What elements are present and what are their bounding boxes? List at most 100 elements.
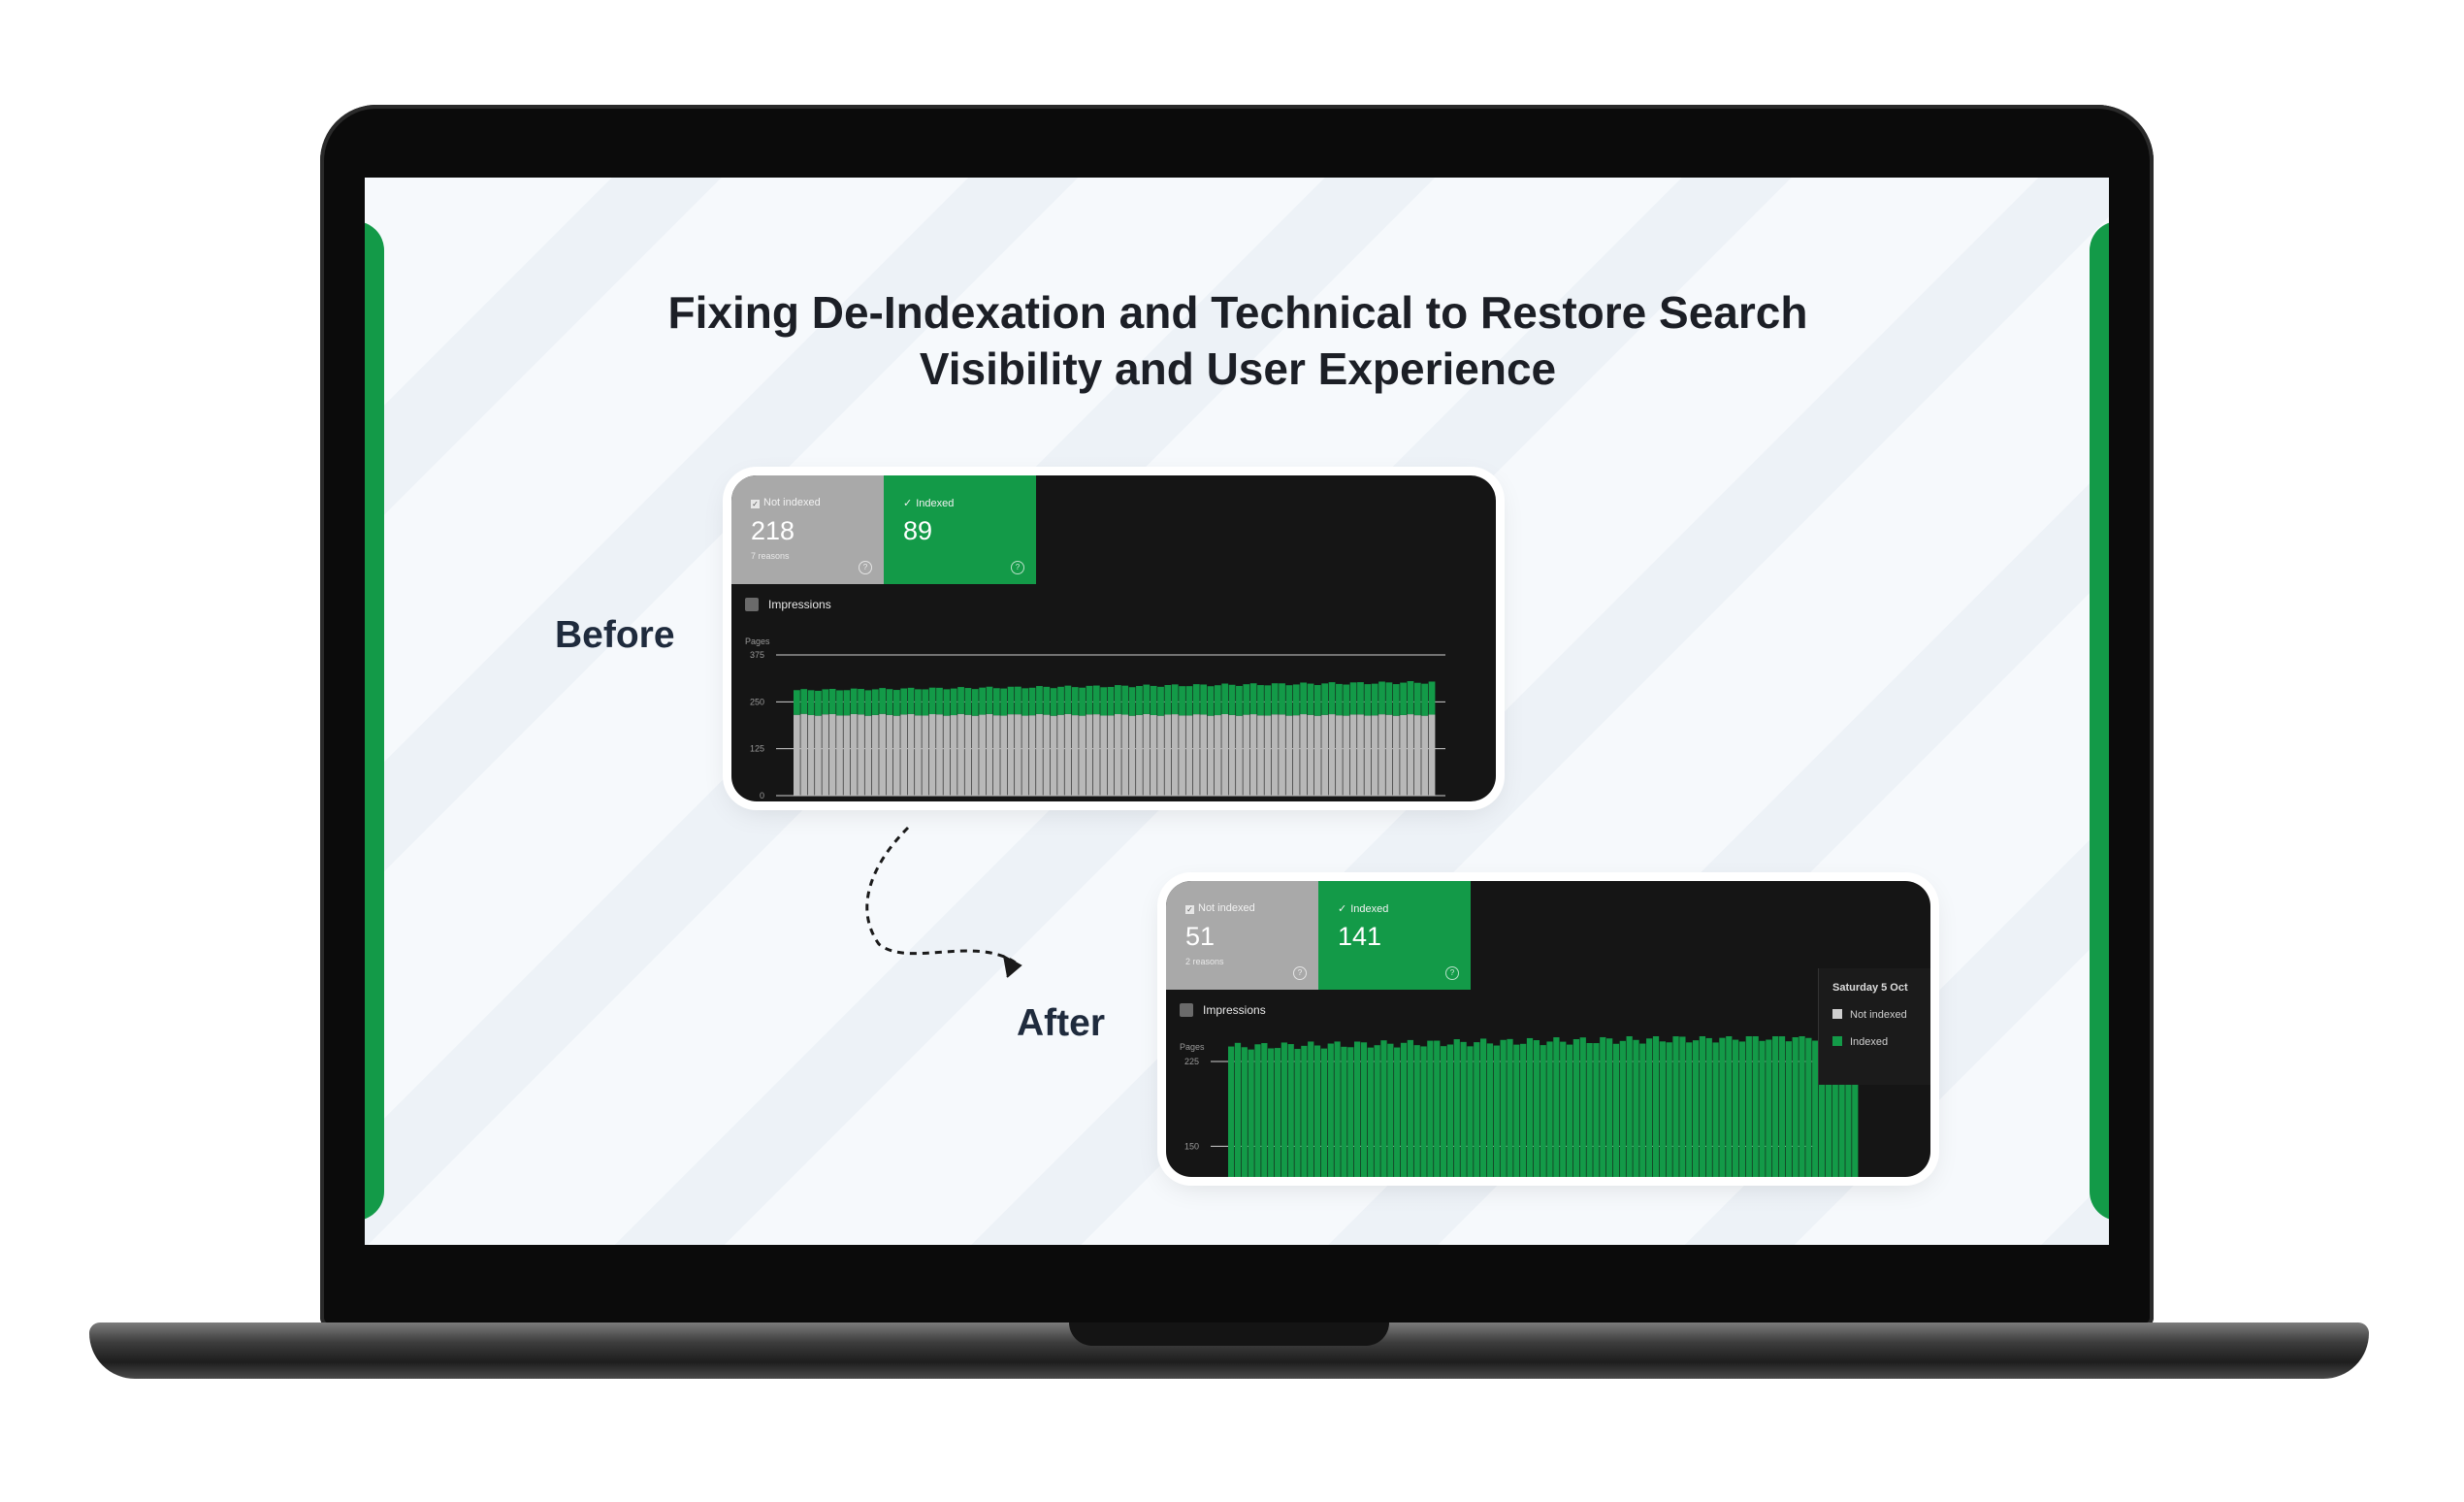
bar-not-indexed bbox=[1249, 714, 1257, 796]
bar-indexed bbox=[1600, 1036, 1606, 1177]
bar-indexed bbox=[1453, 1039, 1460, 1177]
bar-indexed bbox=[1128, 687, 1136, 716]
bar-indexed bbox=[1838, 1038, 1845, 1177]
bar-indexed bbox=[1271, 683, 1279, 715]
not-indexed-value: 51 bbox=[1185, 922, 1216, 951]
bar-indexed bbox=[1427, 1040, 1434, 1177]
bar-indexed bbox=[1612, 1043, 1620, 1177]
bar-not-indexed bbox=[1357, 714, 1364, 796]
help-icon[interactable]: ? bbox=[1011, 561, 1024, 574]
bar-indexed bbox=[1646, 1038, 1653, 1177]
bar-not-indexed bbox=[1064, 713, 1072, 796]
bar-indexed bbox=[1467, 1046, 1474, 1177]
bar-indexed bbox=[1474, 1042, 1480, 1177]
bar-indexed bbox=[864, 690, 872, 716]
bar-indexed bbox=[1672, 1036, 1679, 1177]
bar-not-indexed bbox=[1214, 715, 1221, 796]
bar-indexed bbox=[1371, 683, 1378, 716]
bar-not-indexed bbox=[1321, 714, 1329, 796]
bar-indexed bbox=[1686, 1042, 1693, 1177]
bar-not-indexed bbox=[1071, 715, 1079, 796]
not-indexed-tile[interactable]: ✓Not indexed 51 2 reasons ? bbox=[1166, 881, 1318, 990]
bar-indexed bbox=[1349, 682, 1357, 715]
bar-indexed bbox=[1115, 685, 1121, 715]
bar-not-indexed bbox=[1236, 715, 1243, 796]
bar-indexed bbox=[1354, 1041, 1361, 1177]
bar-not-indexed bbox=[1407, 714, 1414, 796]
help-icon[interactable]: ? bbox=[1445, 966, 1459, 980]
bar-indexed bbox=[1243, 684, 1250, 715]
bar-indexed bbox=[1336, 683, 1343, 716]
bar-not-indexed bbox=[1136, 714, 1143, 796]
bar-indexed bbox=[1825, 1036, 1832, 1177]
laptop-screen: Fixing De-Indexation and Technical to Re… bbox=[365, 178, 2109, 1245]
checkbox-icon: ✓ bbox=[751, 500, 760, 508]
after-gsc-card: ✓Not indexed 51 2 reasons ? ✓Indexed 141… bbox=[1166, 881, 1930, 1177]
impressions-label: Impressions bbox=[1203, 1003, 1266, 1017]
bar-not-indexed bbox=[843, 715, 851, 796]
indexed-tile[interactable]: ✓Indexed 141 ? bbox=[1318, 881, 1471, 990]
bar-indexed bbox=[1726, 1036, 1733, 1177]
after-chart: 22515075 bbox=[1166, 1036, 1930, 1177]
bar-indexed bbox=[1738, 1041, 1746, 1177]
not-indexed-label: Not indexed bbox=[1198, 902, 1255, 914]
bar-indexed bbox=[1560, 1041, 1567, 1177]
impressions-toggle[interactable]: Impressions bbox=[745, 598, 831, 611]
bar-indexed bbox=[1752, 1036, 1759, 1177]
y-tick-label: 250 bbox=[750, 697, 764, 706]
bar-not-indexed bbox=[1015, 714, 1021, 796]
bar-indexed bbox=[800, 689, 808, 714]
bar-indexed bbox=[1626, 1036, 1633, 1177]
right-accent-bar bbox=[2090, 221, 2109, 1221]
bar-indexed bbox=[1343, 684, 1350, 716]
tooltip-indexed: Indexed bbox=[1850, 1036, 1889, 1048]
bar-not-indexed bbox=[1086, 714, 1093, 796]
bar-indexed bbox=[1832, 1039, 1838, 1177]
bar-indexed bbox=[936, 687, 943, 715]
bar-not-indexed bbox=[1107, 715, 1115, 796]
help-icon[interactable]: ? bbox=[1293, 966, 1307, 980]
bar-indexed bbox=[843, 690, 851, 716]
bar-not-indexed bbox=[836, 715, 843, 796]
bar-indexed bbox=[964, 688, 972, 715]
not-indexed-label: Not indexed bbox=[763, 497, 821, 508]
indexed-tile[interactable]: ✓Indexed 89 ? bbox=[884, 475, 1036, 584]
not-indexed-reasons: 7 reasons bbox=[751, 551, 790, 561]
bar-indexed bbox=[1200, 684, 1208, 715]
bar-indexed bbox=[1526, 1037, 1534, 1177]
bar-not-indexed bbox=[1036, 713, 1043, 796]
not-indexed-tile[interactable]: ✓Not indexed 218 7 reasons ? bbox=[731, 475, 884, 584]
bar-indexed bbox=[1157, 686, 1164, 716]
bar-indexed bbox=[1500, 1039, 1507, 1177]
bar-indexed bbox=[900, 688, 908, 715]
bar-not-indexed bbox=[1349, 714, 1357, 796]
bar-indexed bbox=[1413, 682, 1421, 716]
bar-not-indexed bbox=[892, 715, 900, 796]
bar-indexed bbox=[1360, 1042, 1368, 1177]
bar-indexed bbox=[1143, 684, 1151, 714]
bar-indexed bbox=[1566, 1044, 1573, 1177]
left-accent-bar bbox=[365, 221, 384, 1221]
y-tick-label: 150 bbox=[1184, 1141, 1199, 1151]
bar-not-indexed bbox=[1200, 714, 1208, 796]
bar-indexed bbox=[1380, 1040, 1387, 1177]
bar-not-indexed bbox=[1221, 713, 1229, 796]
bar-indexed bbox=[807, 690, 815, 715]
bar-not-indexed bbox=[1157, 715, 1164, 796]
help-icon[interactable]: ? bbox=[859, 561, 872, 574]
bar-indexed bbox=[1171, 684, 1179, 715]
arrow-head-icon bbox=[1002, 955, 1022, 978]
bar-indexed bbox=[1121, 685, 1129, 715]
bar-indexed bbox=[1236, 685, 1243, 716]
bar-indexed bbox=[822, 689, 829, 715]
checkbox-icon bbox=[1180, 1003, 1193, 1017]
bar-indexed bbox=[1679, 1036, 1686, 1177]
bar-not-indexed bbox=[900, 714, 908, 796]
bar-not-indexed bbox=[1279, 714, 1285, 796]
bar-indexed bbox=[1281, 1042, 1287, 1177]
bar-indexed bbox=[1460, 1041, 1467, 1177]
bar-indexed bbox=[794, 690, 800, 715]
bar-indexed bbox=[1179, 686, 1185, 716]
impressions-toggle[interactable]: Impressions bbox=[1180, 1003, 1266, 1017]
